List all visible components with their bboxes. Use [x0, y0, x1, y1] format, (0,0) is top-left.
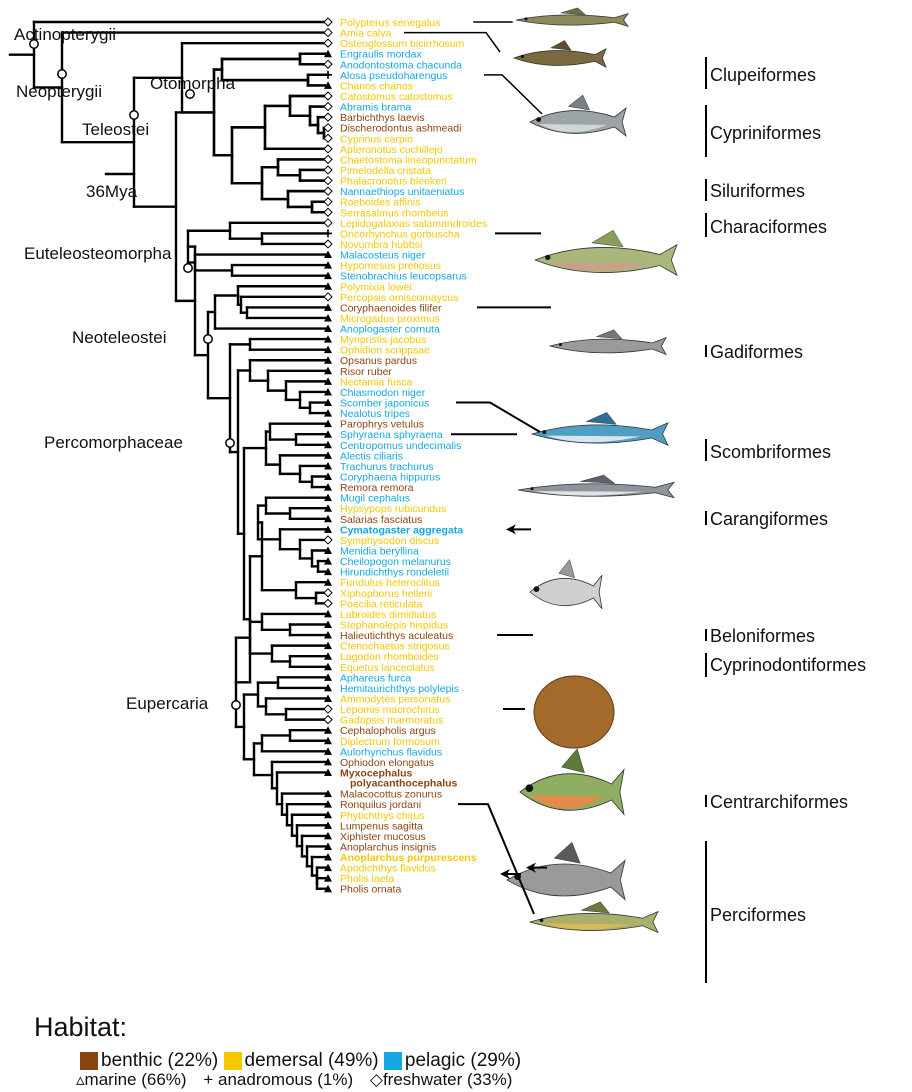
cymatogaster-illustration [530, 560, 602, 609]
freshwater-marker [324, 716, 332, 724]
demersal-swatch [224, 1052, 242, 1070]
order-label-beloniformes: Beloniformes [710, 626, 815, 646]
lepomis-illustration [520, 749, 624, 815]
anadromous-symbol: + [203, 1070, 213, 1089]
halieutichthys-illustration [534, 676, 614, 748]
order-label-scombriformes: Scombriformes [710, 442, 831, 462]
freshwater-marker [324, 705, 332, 713]
freshwater-marker [324, 18, 332, 26]
freshwater-marker [324, 60, 332, 68]
anadromous-marker [324, 229, 332, 237]
clade-node-circle [58, 70, 66, 78]
order-label-centrarchiformes: Centrarchiformes [710, 792, 848, 812]
ronquilus-illustration [530, 902, 658, 933]
clade-label-eupercaria: Eupercaria [126, 694, 209, 713]
clade-label-teleostei: Teleostei [82, 120, 149, 139]
anadromous-marker [324, 71, 332, 79]
freshwater-marker [324, 39, 332, 47]
clade-label-otomorpha: Otomorpha [150, 74, 236, 93]
freshwater-marker [324, 219, 332, 227]
migration-legend: ▵marine (66%) + anadromous (1%) ◇freshwa… [76, 1070, 524, 1090]
freshwater-marker [324, 29, 332, 37]
illustration-connector [456, 403, 540, 432]
order-label-gadiformes: Gadiformes [710, 342, 803, 362]
clade-label-neopterygii: Neopterygii [16, 82, 102, 101]
freshwater-marker [324, 113, 332, 121]
legend-title: Habitat: [34, 1012, 127, 1043]
benthic-label: benthic (22%) [101, 1050, 218, 1072]
order-label-cyprinodontiformes: Cyprinodontiformes [710, 655, 866, 675]
coryphaenoides-illustration [550, 330, 666, 355]
clade-label-neoteleostei: Neoteleostei [72, 328, 167, 347]
benthic-swatch [80, 1052, 98, 1070]
freshwater-marker [324, 166, 332, 174]
freshwater-marker [324, 240, 332, 248]
pelagic-label: pelagic (29%) [405, 1050, 521, 1072]
marine-label: marine (66%) [85, 1070, 187, 1089]
freshwater-marker [324, 589, 332, 597]
clade-node-circle [226, 439, 234, 447]
clade-node-circle [232, 701, 240, 709]
clade-label-actinopterygii: Actinopterygii [14, 25, 116, 44]
sphyraena-illustration [518, 475, 674, 498]
freshwater-marker [324, 145, 332, 153]
marine-symbol: ▵ [76, 1070, 85, 1089]
freshwater-symbol: ◇ [370, 1070, 383, 1089]
clade-label-euteleosteomorpha: Euteleosteomorpha [24, 244, 172, 263]
order-label-siluriformes: Siluriformes [710, 181, 805, 201]
freshwater-marker [324, 177, 332, 185]
polypterus-illustration [516, 8, 628, 26]
scomber-illustration [532, 412, 668, 445]
clade-node-circle [130, 111, 138, 119]
freshwater-marker [324, 599, 332, 607]
freshwater-marker [324, 155, 332, 163]
alosa-illustration [530, 95, 626, 136]
clade-node-circle [204, 335, 212, 343]
freshwater-marker [324, 208, 332, 216]
freshwater-label: freshwater (33%) [383, 1070, 512, 1089]
clade-label-percomorphaceae: Percomorphaceae [44, 433, 183, 452]
oncorhynchus-illustration [535, 230, 677, 275]
order-label-carangiformes: Carangiformes [710, 509, 828, 529]
habitat-legend: benthic (22%) demersal (49%) pelagic (29… [80, 1050, 521, 1072]
illustration-connector [484, 75, 542, 114]
clade-node-circle [184, 264, 192, 272]
order-label-cypriniformes: Cypriniformes [710, 123, 821, 143]
order-label-clupeiformes: Clupeiformes [710, 65, 816, 85]
anadromous-label: anadromous (1%) [218, 1070, 353, 1089]
order-label-perciformes: Perciformes [710, 905, 806, 925]
scale-bar-label: 36Mya [86, 182, 138, 201]
freshwater-marker [324, 103, 332, 111]
order-label-characiformes: Characiformes [710, 217, 827, 237]
amia-illustration [514, 40, 606, 67]
freshwater-marker [324, 536, 332, 544]
freshwater-marker [324, 198, 332, 206]
demersal-label: demersal (49%) [245, 1050, 379, 1072]
taxon-label: Pholis ornata [340, 884, 401, 896]
freshwater-marker [324, 293, 332, 301]
pelagic-swatch [384, 1052, 402, 1070]
freshwater-marker [324, 92, 332, 100]
freshwater-marker [324, 187, 332, 195]
